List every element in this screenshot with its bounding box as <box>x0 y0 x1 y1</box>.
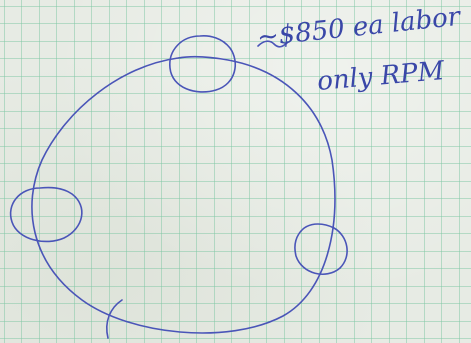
handwritten-note-line-2: only RPM <box>316 56 447 97</box>
handwritten-note-line-1: ~$850 ea labor <box>256 2 463 53</box>
small-circle-top <box>170 36 235 92</box>
large-outer-circle <box>32 57 335 333</box>
small-circle-left <box>11 188 82 242</box>
small-circle-right <box>295 224 347 274</box>
